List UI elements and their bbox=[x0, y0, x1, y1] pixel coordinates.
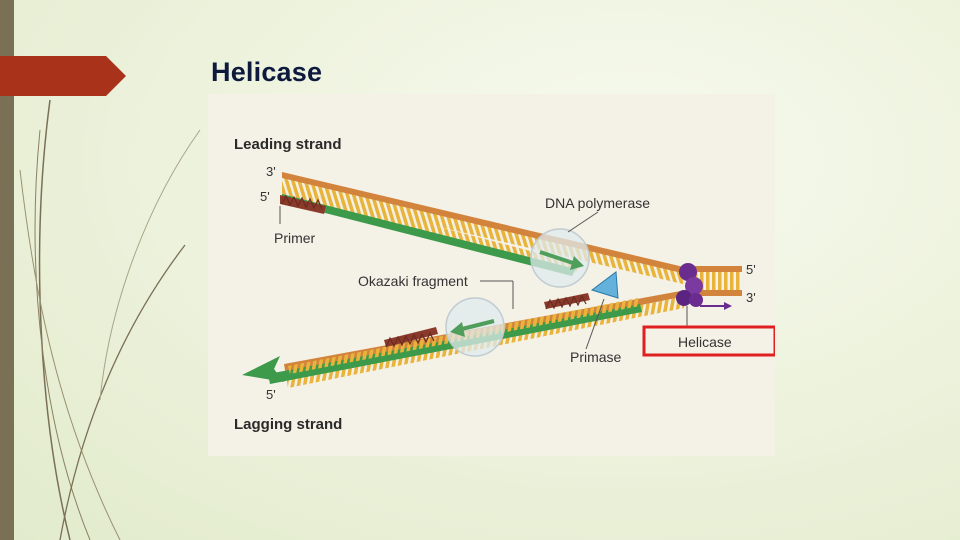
primer-label: Primer bbox=[274, 230, 316, 246]
primase bbox=[590, 271, 619, 299]
lagging-strand-label: Lagging strand bbox=[234, 416, 342, 433]
slide-title: Helicase bbox=[211, 57, 323, 87]
primase-leader-line bbox=[585, 298, 605, 350]
dna-polymerase-lagging bbox=[445, 297, 505, 357]
dna-polymerase-leading bbox=[530, 228, 590, 288]
primase-label: Primase bbox=[570, 349, 622, 365]
primer-bottom-2 bbox=[544, 293, 590, 310]
dna-replication-figure: Leading strand 3' 5' Primer DNA polymera… bbox=[208, 94, 775, 456]
leading-5prime-label: 5' bbox=[260, 189, 270, 204]
okazaki-fragment-label: Okazaki fragment bbox=[358, 273, 468, 289]
helicase-enzyme bbox=[676, 263, 732, 310]
primer-top bbox=[280, 194, 326, 214]
helicase-label: Helicase bbox=[678, 334, 732, 350]
right-3prime-label: 3' bbox=[746, 290, 756, 305]
leading-strand-label: Leading strand bbox=[234, 136, 342, 153]
left-decor-bar bbox=[0, 0, 14, 540]
helicase-highlight-box bbox=[642, 325, 775, 357]
dna-polymerase-label: DNA polymerase bbox=[545, 195, 650, 211]
leading-3prime-label: 3' bbox=[266, 164, 276, 179]
leading-strand-arm bbox=[280, 172, 688, 284]
primer-bottom-1 bbox=[384, 327, 438, 348]
lagging-5prime-label: 5' bbox=[266, 387, 276, 402]
lagging-arrowhead bbox=[242, 356, 284, 382]
replication-fork-diagram: Leading strand 3' 5' Primer DNA polymera… bbox=[234, 136, 775, 433]
right-5prime-label: 5' bbox=[746, 262, 756, 277]
title-accent-arrow bbox=[0, 56, 126, 96]
polymerase-leader-line bbox=[567, 211, 599, 233]
